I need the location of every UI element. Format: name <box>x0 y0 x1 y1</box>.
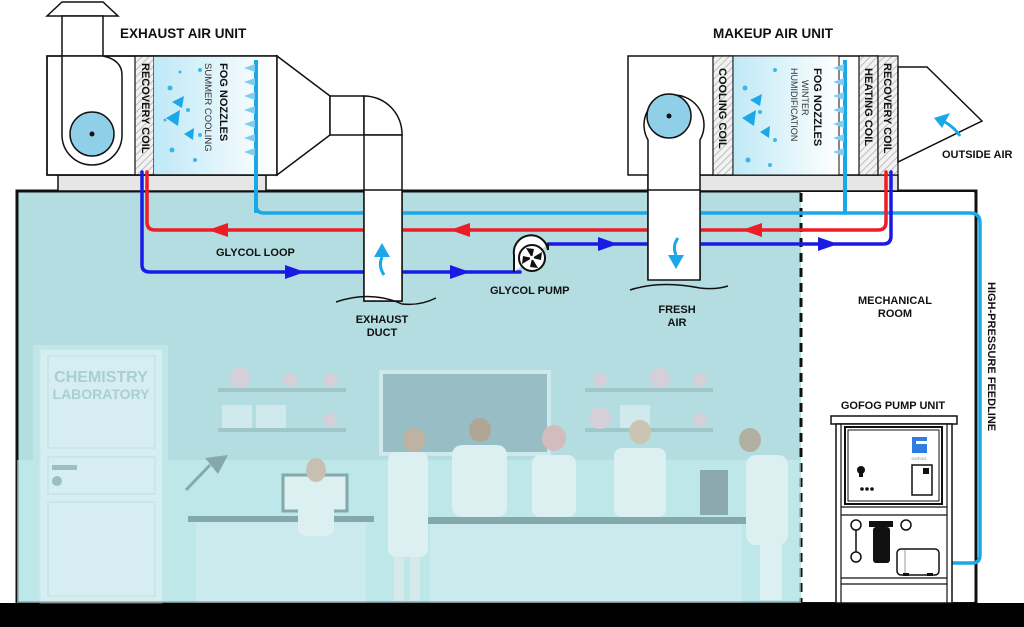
cooling-coil-label: COOLING COIL <box>716 68 728 149</box>
fresh-air-duct-lower <box>647 189 701 281</box>
floor <box>0 603 1024 627</box>
winter-label: WINTER <box>800 80 810 116</box>
exhaust-air-unit-title: EXHAUST AIR UNIT <box>120 26 247 41</box>
fresh-air-label-2: AIR <box>668 317 687 329</box>
glycol-loop-label: GLYCOL LOOP <box>216 247 295 259</box>
lab-door[interactable] <box>39 349 163 604</box>
lab-sign-line2: LABORATORY <box>53 386 151 402</box>
glycol-pump[interactable] <box>512 234 549 272</box>
exhaust-stack-cap <box>45 1 120 17</box>
pump-fan-icon <box>522 248 542 268</box>
cold-glycol-line-a <box>140 170 522 274</box>
exhaust-fog-nozzles-label: FOG NOZZLES <box>217 63 229 141</box>
makeup-recovery-coil-label: RECOVERY COIL <box>881 63 893 154</box>
high-pressure-feedline <box>254 188 982 565</box>
door-handle[interactable] <box>52 465 77 470</box>
lab-scene <box>17 345 801 604</box>
exhaust-arrow-icon <box>374 243 390 257</box>
fresh-air-arrow-icon <box>668 255 684 269</box>
flow-arrows <box>208 223 838 279</box>
filter-housing <box>869 521 893 527</box>
feedline-label: HIGH-PRESSURE FEEDLINE <box>985 282 997 431</box>
makeup-air-unit-title: MAKEUP AIR UNIT <box>713 26 834 41</box>
makeup-air-unit: COOLING COIL FOG NOZZLES WINTER HUMIDIFI… <box>627 55 984 280</box>
exhaust-recovery-coil-label: RECOVERY COIL <box>139 63 151 154</box>
lab-sign-line1: CHEMISTRY <box>54 369 148 386</box>
mechanical-room-label-2: ROOM <box>878 308 912 320</box>
humidification-label: HUMIDIFICATION <box>789 68 799 141</box>
gofog-brand: GOFOG <box>912 456 927 461</box>
exhaust-air-unit: RECOVERY COIL FOG NOZZLES SUMMER COOLING <box>45 1 403 302</box>
cold-glycol-line-b <box>546 170 893 246</box>
makeup-fog-nozzles-label: FOG NOZZLES <box>811 68 823 146</box>
exhaust-duct-label-1: EXHAUST <box>356 314 409 326</box>
gofog-pump-unit[interactable]: GOFOG <box>830 415 958 604</box>
fresh-air-label-1: FRESH <box>658 304 695 316</box>
gofog-logo-icon <box>912 437 927 453</box>
mechanical-room-label-1: MECHANICAL <box>858 295 932 307</box>
piping <box>140 170 982 565</box>
glycol-pump-label: GLYCOL PUMP <box>490 285 569 297</box>
exhaust-fog-mode-label: SUMMER COOLING <box>202 63 213 152</box>
hot-glycol-line <box>145 170 888 232</box>
indicator-light-icon <box>857 466 865 474</box>
outside-air-label: OUTSIDE AIR <box>942 149 1013 161</box>
exhaust-duct-label-2: DUCT <box>367 327 398 339</box>
outside-air-arrow-icon <box>934 113 950 128</box>
airflow-arrows-icon <box>166 96 194 140</box>
hp-pump-motor <box>896 548 940 576</box>
outside-air-intake <box>897 66 984 164</box>
pump-unit-title: GOFOG PUMP UNIT <box>841 400 946 412</box>
heating-coil-label: HEATING COIL <box>862 68 874 146</box>
